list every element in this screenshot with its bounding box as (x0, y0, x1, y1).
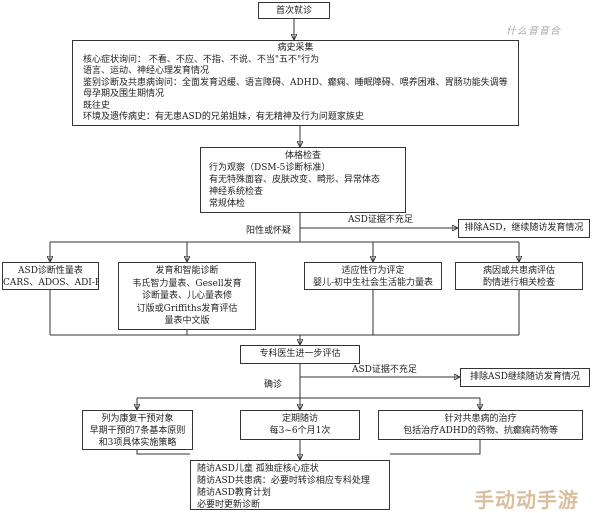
node-asd-scale-line: CARS、ADOS、ADI-R (3, 278, 99, 288)
edge-label-positive: 阳性或怀疑 (246, 226, 292, 236)
node-etiology-line: 酌情进行相关检查 (482, 278, 555, 288)
node-history-line: 母孕期及围生期情况 (83, 89, 165, 99)
node-history-line: 语言、运动、神经心理发育情况 (83, 66, 210, 76)
node-history-line: 既往史 (83, 100, 111, 111)
node-followup-detail-line: 随访ASD教育计划 (197, 488, 271, 498)
node-exclude-asd-1: 排除ASD，继续随访发育情况 (458, 219, 590, 238)
node-physical-line: 有无特殊面容、皮肤改变、畸形、异常体态 (209, 175, 381, 185)
node-followup-line: 每3~6个月1次 (269, 426, 331, 436)
line-rehab-down (136, 450, 190, 455)
node-regular-followup: 定期随访 每3~6个月1次 (240, 410, 360, 440)
node-dev-line: 订版或Griffiths发育评估 (136, 303, 238, 314)
node-specialist-evaluation: 专科医生进一步评估 (240, 345, 360, 364)
node-rehab-line: 和3项具体实施策略 (98, 438, 177, 448)
node-exclude-1-label: 排除ASD，继续随访发育情况 (464, 223, 584, 233)
line-comorbid-down (390, 440, 481, 455)
node-adaptive-title: 适应性行为评定 (341, 266, 405, 276)
node-followup-detail-line: 随访ASD共患病：必要时转诊相应专科处理 (197, 476, 370, 486)
node-history-line: 环境及遗传病史：有无患ASD的兄弟姐妹，有无精神及行为问题家族史 (83, 112, 364, 122)
node-physical-title: 体格检查 (284, 151, 321, 161)
node-etiology-comorbidity: 病因或共患病评估 酌情进行相关检查 (455, 262, 583, 290)
node-followup-detail-line: 必要时更新诊断 (197, 500, 261, 510)
node-comorbidity-treatment: 针对共患病的治疗 包括治疗ADHD的药物、抗癫痫药物等 (378, 410, 583, 440)
edge-label-insufficient-1: ASD证据不充足 (348, 215, 413, 225)
node-rehab-line: 早期干预的7条基本原则 (89, 426, 186, 436)
node-physical-line: 行为观察（DSM-5诊断标准） (209, 163, 331, 173)
seal-logo-watermark: 什么音音合 (506, 26, 561, 37)
node-adaptive-behavior: 适应性行为评定 婴儿-初中生社会生活能力量表 (304, 262, 442, 290)
node-development-intelligence: 发育和智能诊断 韦氏智力量表、Gesell发育 诊断量表、儿心量表修 订版或Gr… (118, 262, 256, 330)
node-history-line: 核心症状询问： 不看、不应、不指、不说、不当"五不"行为 (83, 54, 320, 65)
node-physical-exam: 体格检查 行为观察（DSM-5诊断标准） 有无特殊面容、皮肤改变、畸形、异常体态… (200, 147, 406, 213)
node-dev-line: 韦氏智力量表、Gesell发育 (132, 278, 242, 289)
node-followup-detail-line: 随访ASD儿童 孤独症核心症状 (197, 464, 319, 474)
node-adaptive-line: 婴儿-初中生社会生活能力量表 (312, 278, 434, 288)
node-first-visit: 首次就诊 (258, 2, 330, 19)
node-exclude-asd-2: 排除ASD继续随访发育情况 (460, 368, 590, 387)
node-dev-line: 诊断量表、儿心量表修 (141, 291, 232, 302)
node-history-taking: 病史采集 核心症状询问： 不看、不应、不指、不说、不当"五不"行为 语言、运动、… (72, 40, 519, 126)
node-comorbid-line: 包括治疗ADHD的药物、抗癫痫药物等 (403, 426, 558, 436)
node-asd-scale-title: ASD诊断性量表 (18, 266, 83, 276)
node-followup-detail: 随访ASD儿童 孤独症核心症状 随访ASD共患病：必要时转诊相应专科处理 随访A… (190, 460, 390, 510)
node-dev-line: 量表中文版 (164, 316, 210, 327)
node-exclude-2-label: 排除ASD继续随访发育情况 (470, 372, 580, 382)
node-followup-title: 定期随访 (281, 414, 318, 424)
node-history-line: 鉴别诊断及共患病询问：全面发育迟缓、语言障碍、ADHD、癫痫、睡眠障碍、喂养困难… (83, 77, 508, 88)
edge-label-confirmed: 确诊 (264, 380, 283, 390)
edge-label-insufficient-2: ASD证据不充足 (352, 365, 417, 375)
node-asd-diagnostic-scale: ASD诊断性量表 CARS、ADOS、ADI-R (2, 262, 99, 290)
node-physical-line: 常规体检 (209, 199, 246, 209)
node-rehab-title: 列为康复干预对象 (101, 414, 174, 424)
node-specialist-label: 专科医生进一步评估 (259, 349, 341, 359)
node-rehab-intervention: 列为康复干预对象 早期干预的7条基本原则 和3项具体实施策略 (82, 410, 193, 450)
node-first-visit-label: 首次就诊 (275, 6, 312, 16)
node-comorbid-title: 针对共患病的治疗 (444, 414, 517, 424)
corner-watermark: 手动动手游 (474, 488, 579, 512)
node-history-title: 病史采集 (277, 43, 314, 53)
node-dev-title: 发育和智能诊断 (155, 266, 219, 276)
node-physical-line: 神经系统检查 (209, 187, 264, 197)
node-etiology-title: 病因或共患病评估 (482, 266, 555, 276)
